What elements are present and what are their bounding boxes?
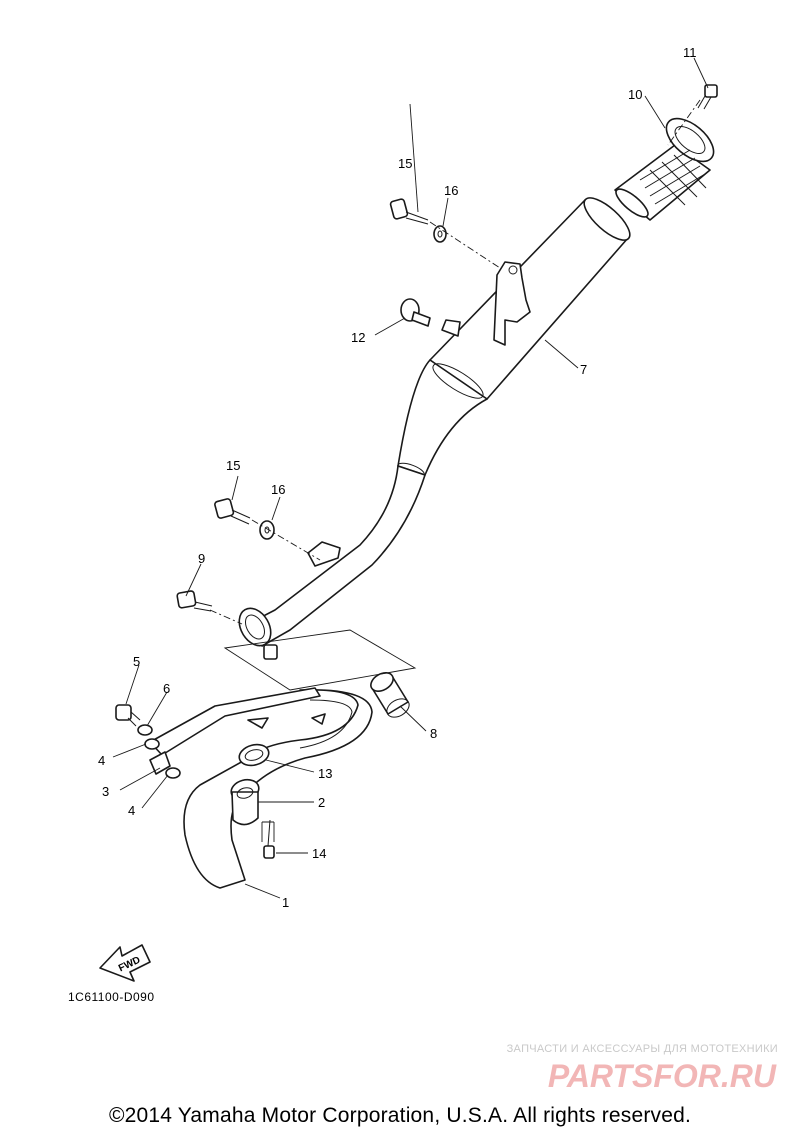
washer-4-lower bbox=[165, 767, 181, 779]
callout-1: 1 bbox=[282, 895, 289, 910]
muffler-assembly bbox=[238, 197, 631, 660]
spark-arrester bbox=[614, 117, 715, 221]
exhaust-pipe bbox=[149, 687, 373, 889]
leader-lines bbox=[112, 57, 709, 899]
washer-4-upper bbox=[144, 738, 160, 750]
gasket-parts bbox=[230, 672, 410, 826]
callout-9: 9 bbox=[198, 551, 205, 566]
callout-4a: 4 bbox=[98, 753, 105, 768]
callout-5: 5 bbox=[133, 654, 140, 669]
callout-10: 10 bbox=[628, 87, 642, 102]
callout-15b: 15 bbox=[226, 458, 240, 473]
watermark-logo: PARTSFOR.RU bbox=[548, 1058, 777, 1093]
washer-6 bbox=[137, 724, 153, 736]
callout-14: 14 bbox=[312, 846, 326, 861]
callout-8: 8 bbox=[430, 726, 437, 741]
watermark: ЗАПЧАСТИ И АКСЕССУАРЫ ДЛЯ МОТОТЕХНИКИ PA… bbox=[488, 1043, 778, 1093]
callout-labels: 1 2 3 4 4 5 6 7 8 9 10 11 12 13 14 15 15… bbox=[98, 45, 697, 910]
copyright-notice: ©2014 Yamaha Motor Corporation, U.S.A. A… bbox=[108, 1104, 692, 1127]
callout-16b: 16 bbox=[271, 482, 285, 497]
callout-13: 13 bbox=[318, 766, 332, 781]
bolt-14 bbox=[263, 819, 275, 859]
bolt-11 bbox=[697, 84, 718, 110]
watermark-logo-text: PARTSFOR.RU bbox=[548, 1058, 777, 1093]
washer-16-lower bbox=[259, 520, 275, 540]
watermark-tagline: ЗАПЧАСТИ И АКСЕССУАРЫ ДЛЯ МОТОТЕХНИКИ bbox=[506, 1043, 778, 1055]
diagram-code: 1C61100-D090 bbox=[68, 990, 155, 1004]
bolt-5 bbox=[115, 704, 141, 727]
callout-3: 3 bbox=[102, 784, 109, 799]
callout-15a: 15 bbox=[398, 156, 412, 171]
bolt-9 bbox=[176, 590, 213, 612]
damper-12 bbox=[400, 298, 431, 327]
bolt-15-lower bbox=[214, 498, 251, 525]
callout-4b: 4 bbox=[128, 803, 135, 818]
callout-16a: 16 bbox=[444, 183, 458, 198]
bolt-15-upper bbox=[389, 198, 429, 225]
washer-16-upper bbox=[433, 225, 447, 243]
callout-12: 12 bbox=[351, 330, 365, 345]
callout-6: 6 bbox=[163, 681, 170, 696]
callout-2: 2 bbox=[318, 795, 325, 810]
callout-11: 11 bbox=[683, 45, 697, 60]
fwd-arrow-icon: FWD bbox=[99, 944, 151, 982]
callout-7: 7 bbox=[580, 362, 587, 377]
